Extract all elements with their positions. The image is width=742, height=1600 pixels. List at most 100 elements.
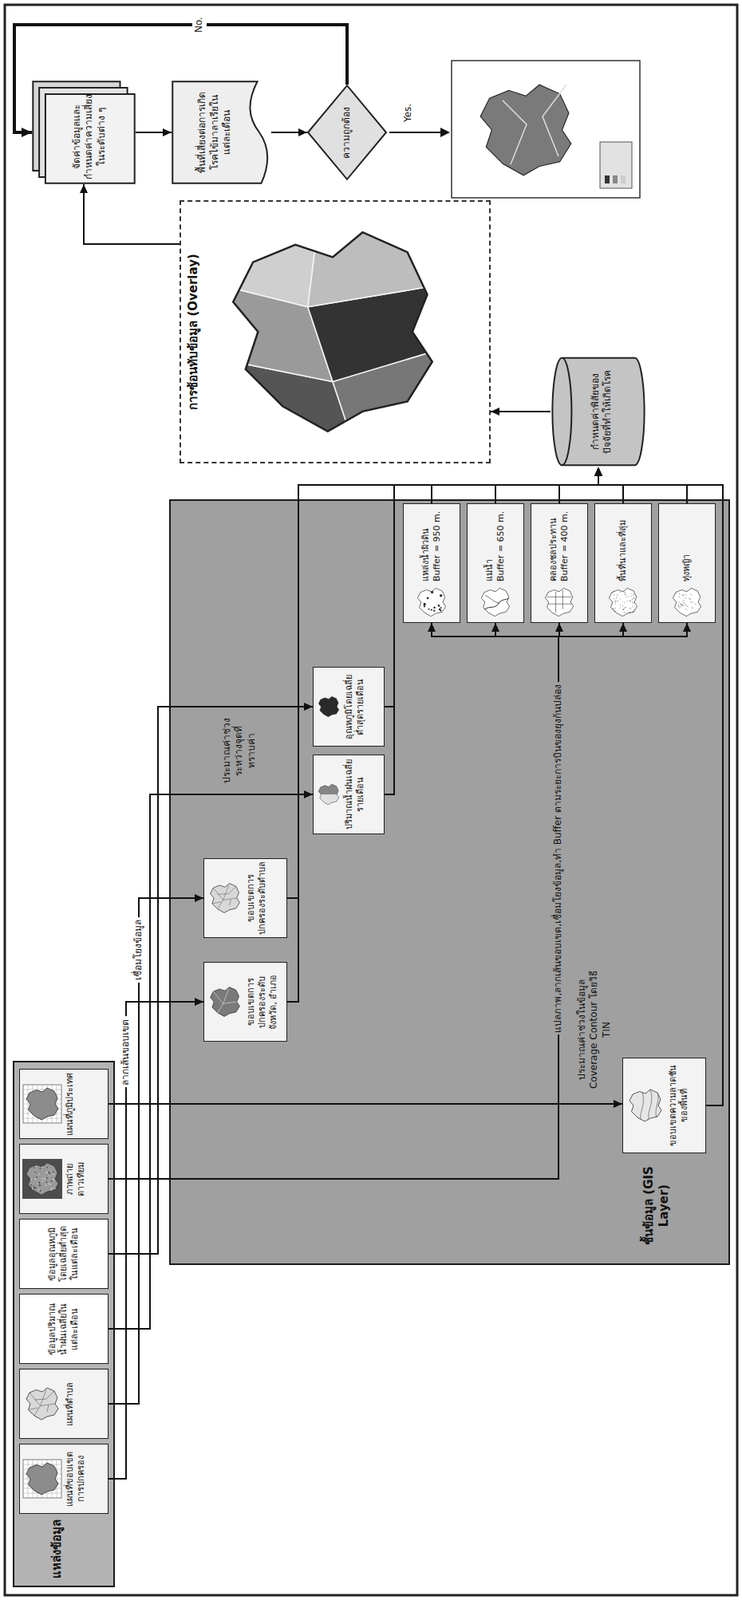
paddy-dot xyxy=(615,599,617,602)
connector-line xyxy=(108,1002,204,1480)
grass-hatch xyxy=(691,607,694,609)
map-thumbnail xyxy=(471,584,520,620)
layer-label-group: คลองชลประทานBuffer = 400 m. xyxy=(548,511,571,582)
river-line xyxy=(484,598,510,610)
grass-hatch xyxy=(685,608,687,611)
paddy-dot xyxy=(623,593,626,596)
paddy-dot xyxy=(629,599,632,602)
document-shape: พื้นที่เสี่ยงต่อการเกิดโรคไข้มาลาเรียในแ… xyxy=(171,80,272,185)
map-layer-box: พื้นที่นาและที่ลุ่ม xyxy=(594,503,652,624)
connector-label: ประมาณค่าช่วงในข้อมูล Coverage Contour โ… xyxy=(576,964,614,1096)
result-map-frame xyxy=(451,60,640,198)
image-speck xyxy=(41,1180,44,1183)
result-map-legend-sample xyxy=(612,175,618,184)
paddy-dot xyxy=(632,611,635,613)
map-thumbnail xyxy=(206,966,244,1039)
province-shape xyxy=(629,1089,662,1122)
data-label: ข้อมูลอุณหภูมิโดยเฉลี่ยต่ำสุดในแต่ละเดือ… xyxy=(47,1223,81,1286)
paddy-dot xyxy=(626,600,628,603)
map-thumbnail xyxy=(535,584,584,620)
paddy-dot xyxy=(629,600,632,603)
paddy-dot xyxy=(623,592,625,594)
grass-hatch xyxy=(678,593,681,596)
grass-hatch xyxy=(682,594,685,596)
image-speck xyxy=(39,1190,42,1192)
overlay-title: การซ้อนทับข้อมูล (Overlay) xyxy=(185,253,202,411)
province-shape xyxy=(608,588,637,616)
paddy-dot xyxy=(612,611,615,613)
water-body xyxy=(439,594,443,597)
paddy-dot xyxy=(611,592,614,594)
layer-label: แผนที่ภูมิประเทศ xyxy=(64,1073,76,1137)
shape-label: กำหนดค่าพิสัยของปัจจัยที่ทำให้เกิดโรค xyxy=(589,363,615,460)
image-speck xyxy=(39,1168,41,1170)
image-speck xyxy=(31,1188,34,1191)
arrow-head xyxy=(594,467,603,477)
map-thumbnail xyxy=(22,1073,63,1136)
image-speck xyxy=(52,1179,55,1181)
yes-arrow xyxy=(389,131,442,134)
grass-hatch xyxy=(682,599,685,602)
connector xyxy=(108,1100,623,1109)
paddy-dot xyxy=(632,594,635,596)
layer-label-group: แหล่งน้ำผิวดินBuffer = 950 m. xyxy=(420,511,443,582)
panel-fill xyxy=(12,1061,115,1588)
water-body xyxy=(430,591,434,594)
arrow-head xyxy=(427,623,436,632)
arrow-head xyxy=(594,467,603,477)
buffer-distance: Buffer = 650 m. xyxy=(495,511,507,582)
water-body xyxy=(430,608,433,611)
connector-line xyxy=(108,623,687,1180)
image-speck xyxy=(52,1174,55,1177)
connector xyxy=(384,467,603,795)
connector-line xyxy=(108,623,560,1180)
connector-line xyxy=(431,467,599,504)
map-thumbnail xyxy=(22,1373,63,1436)
map-layer-box: ขอบเขตความลาดชันของพื้นที่ xyxy=(622,1057,707,1154)
grass-hatch xyxy=(690,602,692,604)
result-map xyxy=(451,60,640,198)
image-speck xyxy=(52,1171,55,1173)
image-speck xyxy=(50,1189,52,1192)
grass-hatch xyxy=(686,605,689,608)
grass-hatch xyxy=(690,607,693,610)
layer-label: พื้นที่นาและที่ลุ่ม xyxy=(617,520,629,582)
arrow-head xyxy=(79,184,88,194)
paddy-dot xyxy=(631,611,634,613)
overlay-map-box: การซ้อนทับข้อมูล (Overlay) xyxy=(179,200,491,464)
connector-label: No. xyxy=(193,16,206,33)
panel-title: ชั้นข้อมูล (GIS Layer) xyxy=(641,1156,672,1256)
image-speck xyxy=(49,1173,52,1176)
buffer-distance: Buffer = 950 m. xyxy=(431,511,443,582)
paddy-dot xyxy=(629,611,632,613)
panel-title-holder: แหล่งข้อมูล xyxy=(49,1517,65,1582)
connector-line xyxy=(108,898,204,1405)
arrow-head xyxy=(594,467,603,477)
image-speck xyxy=(51,1188,53,1191)
layer-label: ขอบเขตการปกครองระดับจังหวัด, อำเภอ xyxy=(245,965,280,1039)
database-cylinder: กำหนดค่าพิสัยของปัจจัยที่ทำให้เกิดโรค xyxy=(550,355,647,468)
layer-label-group: ทุ่งหญ้า xyxy=(681,554,693,582)
paddy-dot xyxy=(619,591,621,593)
map-layer-box: ทุ่งหญ้า xyxy=(658,503,716,624)
arrow-head xyxy=(194,998,204,1007)
arrow-head xyxy=(594,467,603,477)
arrow-head xyxy=(490,407,500,416)
flow-label: Yes. xyxy=(402,103,415,123)
paddy-dot xyxy=(628,611,631,613)
paddy-dot xyxy=(619,607,621,609)
map-layer-box: แผนที่ขอบเขตการปกครอง xyxy=(19,1444,109,1515)
arrow-head xyxy=(303,702,313,711)
image-speck xyxy=(45,1172,48,1174)
connector xyxy=(108,623,691,1180)
arrow-head xyxy=(594,467,603,477)
water-body xyxy=(427,608,430,611)
connector xyxy=(559,467,603,504)
connector xyxy=(490,407,551,416)
boundary-line xyxy=(212,885,237,910)
water-body xyxy=(438,604,440,607)
layer-label: แหล่งน้ำผิวดิน xyxy=(420,528,432,582)
connector-label-patch: ประมาณค่าช่วงระหว่างจุดที่ทราบค่า xyxy=(220,714,260,788)
water-body xyxy=(423,605,426,608)
